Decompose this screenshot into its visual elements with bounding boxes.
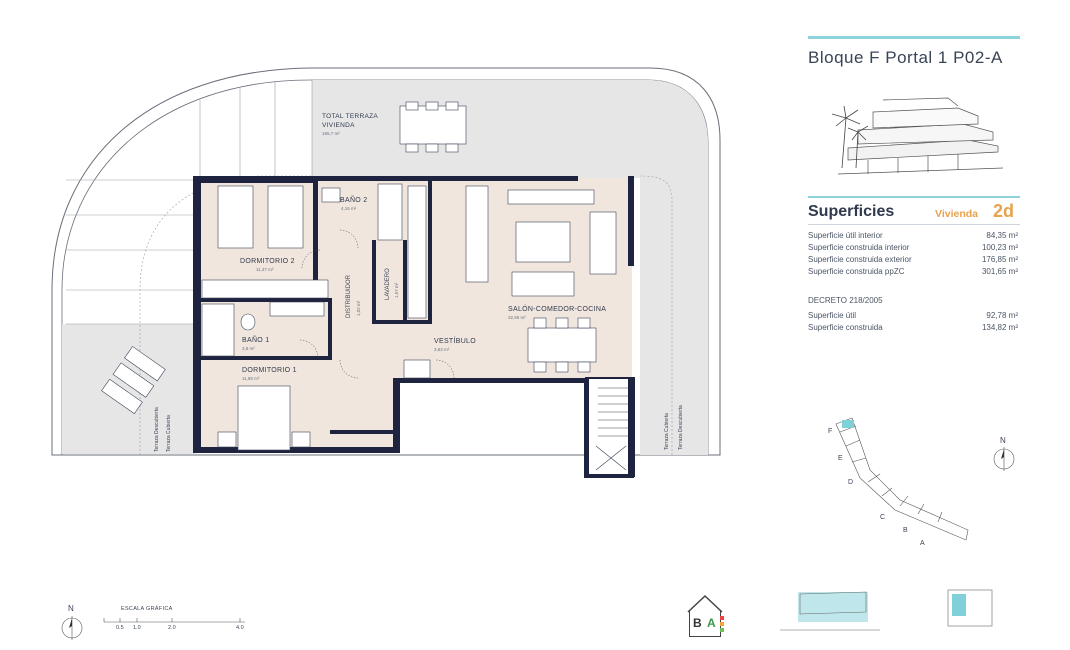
surface-label: Superficie construida interior: [808, 243, 910, 252]
scale-tick: 4.0: [236, 625, 244, 631]
divider: [808, 224, 1020, 225]
site-north-label: N: [1000, 436, 1006, 445]
decreto-label: Superficie construida: [808, 323, 883, 332]
scale-north-label: N: [68, 604, 74, 613]
accent-line-mid: [808, 196, 1020, 198]
surface-value: 100,23 m²: [981, 243, 1018, 252]
decreto-title: DECRETO 218/2005: [808, 296, 883, 305]
floor-stair: [585, 377, 635, 477]
surface-label: Superficie construida exterior: [808, 255, 912, 264]
block-e: E: [838, 455, 843, 462]
dormitorio2-label: DORMITORIO 2: [240, 258, 295, 265]
salon-area: 32,95 m²: [508, 315, 526, 320]
dormitorio1-area: 11,88 m²: [242, 376, 260, 381]
stairs: [595, 387, 628, 471]
surface-value: 176,85 m²: [981, 255, 1018, 264]
dormitorio1-label: DORMITORIO 1: [242, 367, 297, 374]
vestibulo-area: 3,83 m²: [434, 347, 450, 352]
side-label-right-2: Terraza Descubierta: [678, 405, 684, 450]
decreto-label: Superficie útil: [808, 311, 857, 320]
scale-title: ESCALA GRÁFICA: [121, 606, 173, 612]
terrace-label-2: VIVIENDA: [322, 122, 355, 129]
block-f: F: [828, 428, 833, 435]
walls: [193, 176, 634, 478]
surface-row: Superficie útil interior 84,35 m²: [808, 231, 1018, 243]
energy-label: B A: [689, 610, 721, 637]
block-a: A: [920, 540, 925, 547]
side-label-right-1: Terraza Cubierta: [664, 413, 670, 450]
building-illustration: [831, 97, 1004, 175]
bano2-label: BAÑO 2: [340, 197, 368, 204]
vivienda-label: Vivienda: [935, 208, 978, 220]
terrace-label: TOTAL TERRAZA: [322, 113, 379, 120]
furniture: [101, 101, 617, 451]
scale-tick: 2.0: [168, 625, 176, 631]
block-b: B: [903, 527, 908, 534]
dormitorio2-area: 11,47 m²: [256, 267, 274, 272]
lavadero-label: LAVADERO: [385, 268, 391, 300]
surface-label: Superficie construida ppZC: [808, 267, 905, 276]
bano1-label: BAÑO 1: [242, 337, 270, 344]
surface-row: Superficie construida interior 100,23 m²: [808, 243, 1018, 255]
salon-label: SALÓN-COMEDOR-COCINA: [508, 306, 607, 313]
side-label-left-2: Terraza Cubierta: [166, 415, 172, 452]
terrace-top-grey: [312, 80, 708, 455]
vivienda-type: 2d: [993, 201, 1015, 221]
energy-letter-left: B: [693, 616, 702, 630]
block-c: C: [880, 514, 886, 521]
superficies-title: Superficies: [808, 203, 895, 220]
accent-line-top: [808, 36, 1020, 39]
decreto-value: 92,78 m²: [986, 311, 1018, 320]
bano1-area: 3,8 m²: [242, 346, 255, 351]
surface-value: 301,65 m²: [981, 267, 1018, 276]
surface-row: Superficie construida ppZC 301,65 m²: [808, 267, 1018, 279]
page-title: Bloque F Portal 1 P02-A: [808, 48, 1003, 67]
decreto-value: 134,82 m²: [981, 323, 1018, 332]
surface-row: Superficie construida exterior 176,85 m²: [808, 255, 1018, 267]
terrace-area: 165,7 m²: [322, 131, 340, 136]
surface-label: Superficie útil interior: [808, 231, 883, 240]
bano2-area: 4,16 m²: [341, 206, 357, 211]
lavadero-area: 1,57 m²: [394, 282, 399, 298]
distribuidor-area: 1,02 m²: [356, 300, 361, 316]
decreto-row: Superficie construida 134,82 m²: [808, 323, 1018, 335]
vestibulo-label: VESTÍBULO: [434, 338, 476, 345]
block-d: D: [848, 479, 854, 486]
decreto-row: Superficie útil 92,78 m²: [808, 311, 1018, 323]
side-label-left-1: Terraza Descubierta: [154, 407, 160, 452]
terrace-left-grey: [62, 324, 196, 454]
scale-tick: 0.5: [116, 625, 124, 631]
surface-value: 84,35 m²: [986, 231, 1018, 240]
distribuidor-label: DISTRIBUIDOR: [346, 274, 352, 318]
energy-letter-right: A: [707, 616, 716, 630]
scale-tick: 1.0: [133, 625, 141, 631]
